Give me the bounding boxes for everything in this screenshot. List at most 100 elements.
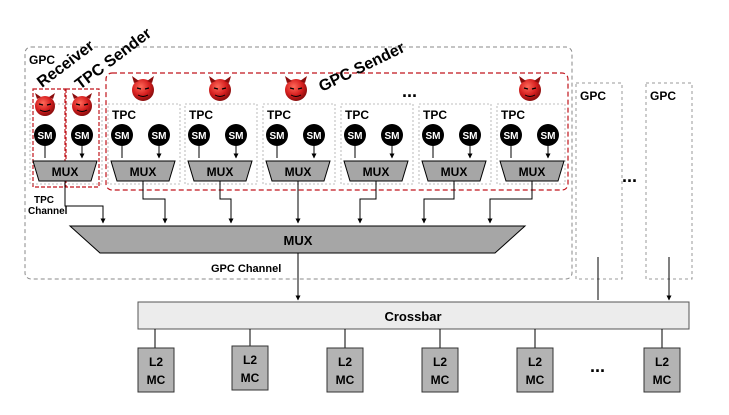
gpc-box-right-1: [575, 82, 623, 280]
tpc-5: TPC SM SM MUX: [418, 103, 492, 185]
svg-text:TPC: TPC: [267, 108, 291, 122]
receiver-box: [32, 88, 66, 188]
svg-text:L2: L2: [433, 355, 447, 369]
svg-text:L2: L2: [655, 355, 669, 369]
l2-mc-block: L2 MC: [137, 347, 175, 393]
tpc-1: TPC SM SM MUX: [107, 103, 181, 185]
tpc-mux: [343, 160, 409, 182]
tpc-mux: [110, 160, 176, 182]
svg-text:TPC: TPC: [501, 108, 525, 122]
svg-text:SM: SM: [348, 131, 363, 142]
svg-text:SM: SM: [75, 131, 90, 142]
svg-text:SM: SM: [152, 131, 167, 142]
gpc-main-box: [24, 46, 573, 280]
svg-text:MC: MC: [526, 373, 545, 387]
sm-unit: [537, 124, 559, 146]
svg-text:TPC: TPC: [112, 108, 136, 122]
svg-text:SM: SM: [504, 131, 519, 142]
svg-text:SM: SM: [229, 131, 244, 142]
svg-text:SM: SM: [463, 131, 478, 142]
svg-text:TPC: TPC: [423, 108, 447, 122]
svg-text:MUX: MUX: [52, 165, 79, 179]
svg-text:SM: SM: [270, 131, 285, 142]
svg-text:SM: SM: [38, 131, 53, 142]
svg-text:SM: SM: [115, 131, 130, 142]
gpc-channel-label: GPC Channel: [211, 263, 281, 275]
tpc-channel-label: TPC: [34, 195, 54, 206]
tpc-mux: [187, 160, 253, 182]
svg-text:SM: SM: [192, 131, 207, 142]
tpc-4: TPC SM SM MUX: [340, 103, 414, 185]
sm-unit: [381, 124, 403, 146]
tpc-6: TPC SM SM MUX: [496, 103, 566, 185]
sm-unit: [500, 124, 522, 146]
tpc-ellipsis: ...: [402, 81, 417, 101]
attacker-devil-icon: [35, 93, 55, 116]
svg-text:Crossbar: Crossbar: [384, 309, 441, 324]
sm-unit: [111, 124, 133, 146]
gpc-sender-label: GPC Sender: [316, 39, 407, 95]
attacker-devil-icon: [285, 76, 307, 101]
tpc-mux: [421, 160, 487, 182]
l2-ellipsis: ...: [590, 356, 605, 376]
l2-mc-block: L2 MC: [326, 347, 364, 393]
svg-text:GPC: GPC: [580, 89, 606, 103]
sm-unit: [344, 124, 366, 146]
tpc-mux: [265, 160, 331, 182]
sm-unit: [71, 124, 93, 146]
svg-text:MUX: MUX: [284, 233, 313, 248]
attacker-devil-icon: [519, 76, 541, 101]
svg-text:MUX: MUX: [363, 165, 390, 179]
svg-text:MC: MC: [336, 373, 355, 387]
svg-text:L2: L2: [243, 353, 257, 367]
tpc-0: SM SM MUX: [29, 93, 103, 185]
svg-text:MUX: MUX: [207, 165, 234, 179]
sm-unit: [303, 124, 325, 146]
tpc-mux: [32, 160, 98, 182]
attacker-devil-icon: [132, 76, 154, 101]
sm-unit: [34, 124, 56, 146]
sm-unit: [148, 124, 170, 146]
svg-text:TPC: TPC: [345, 108, 369, 122]
svg-text:SM: SM: [307, 131, 322, 142]
tpc-sender-box: [65, 88, 100, 188]
svg-text:MUX: MUX: [441, 165, 468, 179]
svg-text:MC: MC: [147, 373, 166, 387]
sm-unit: [422, 124, 444, 146]
svg-text:L2: L2: [338, 355, 352, 369]
gpc-ellipsis: ...: [622, 166, 637, 186]
sm-unit: [459, 124, 481, 146]
sm-unit: [188, 124, 210, 146]
gpc-box-right-2: [645, 82, 693, 280]
gpc-sender-box: [105, 72, 569, 191]
tpc-channel-label: Channel: [28, 206, 68, 217]
svg-text:MUX: MUX: [519, 165, 546, 179]
sm-unit: [266, 124, 288, 146]
svg-text:GPC: GPC: [650, 89, 676, 103]
tpc-channel-wires: [64, 181, 533, 224]
l2-mc-block: L2 MC: [421, 347, 459, 393]
svg-text:MC: MC: [653, 373, 672, 387]
svg-text:MUX: MUX: [285, 165, 312, 179]
svg-text:MUX: MUX: [130, 165, 157, 179]
attacker-devil-icon: [72, 93, 92, 116]
svg-text:TPC: TPC: [189, 108, 213, 122]
gpc-main-label: GPC: [29, 53, 55, 67]
tpc-mux: [499, 160, 565, 182]
crossbar-to-l2-wires: [154, 329, 663, 348]
l2-mc-block: L2 MC: [643, 347, 681, 393]
svg-text:SM: SM: [426, 131, 441, 142]
l2-mc-block: L2 MC: [516, 347, 554, 393]
svg-text:SM: SM: [385, 131, 400, 142]
svg-text:L2: L2: [149, 355, 163, 369]
tpc-3: TPC SM SM MUX: [262, 103, 336, 185]
svg-text:MC: MC: [431, 373, 450, 387]
l2-mc-block: L2 MC: [231, 345, 269, 391]
svg-text:MC: MC: [241, 371, 260, 385]
svg-text:SM: SM: [541, 131, 556, 142]
sm-unit: [225, 124, 247, 146]
attacker-devil-icon: [209, 76, 231, 101]
tpc-2: TPC SM SM MUX: [184, 103, 258, 185]
crossbar: [137, 301, 690, 330]
